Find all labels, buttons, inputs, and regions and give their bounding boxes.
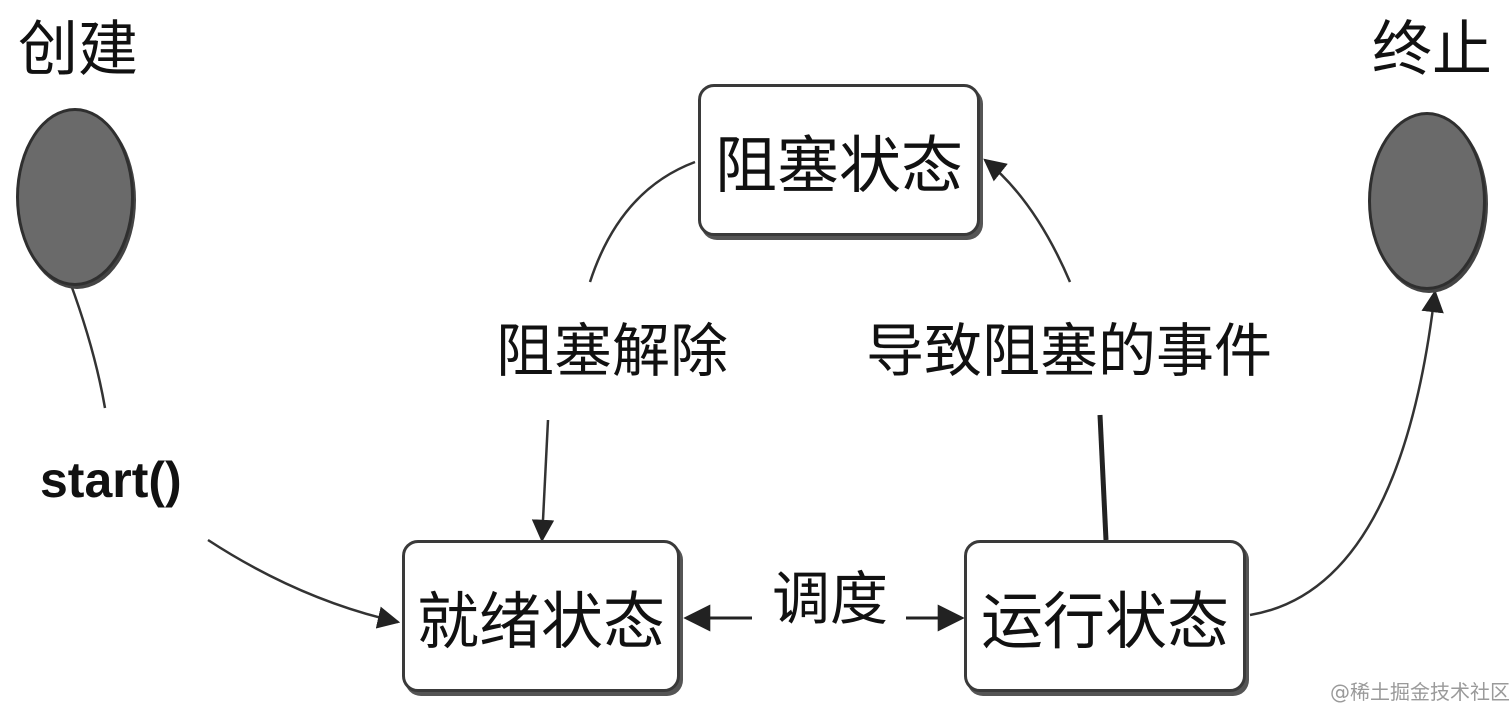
ready-state-box: 就绪状态 bbox=[402, 540, 680, 692]
block-event-connector-bottom bbox=[1097, 414, 1109, 541]
ready-state-label: 就绪状态 bbox=[416, 585, 665, 658]
terminate-node bbox=[1368, 112, 1486, 290]
start-transition-label: start() bbox=[40, 452, 182, 508]
start-connector-top bbox=[68, 281, 107, 409]
running-state-box: 运行状态 bbox=[964, 540, 1246, 692]
unblock-connector-top bbox=[588, 160, 696, 283]
watermark: @稀土掘金技术社区 bbox=[1330, 680, 1510, 704]
block-event-transition-label: 导致阻塞的事件 bbox=[866, 317, 1273, 385]
create-label: 创建 bbox=[18, 15, 138, 85]
unblock-transition-label: 阻塞解除 bbox=[496, 317, 729, 385]
blocked-state-box: 阻塞状态 bbox=[698, 84, 980, 236]
block-event-arrow bbox=[983, 158, 1072, 283]
terminate-arrow bbox=[1249, 289, 1444, 617]
start-arrow bbox=[207, 538, 401, 629]
blocked-state-label: 阻塞状态 bbox=[714, 129, 963, 202]
schedule-transition-label: 调度 bbox=[772, 565, 889, 633]
running-state-label: 运行状态 bbox=[980, 585, 1229, 658]
terminate-label: 终止 bbox=[1372, 15, 1492, 85]
unblock-arrow bbox=[531, 419, 555, 543]
create-node bbox=[16, 108, 134, 286]
